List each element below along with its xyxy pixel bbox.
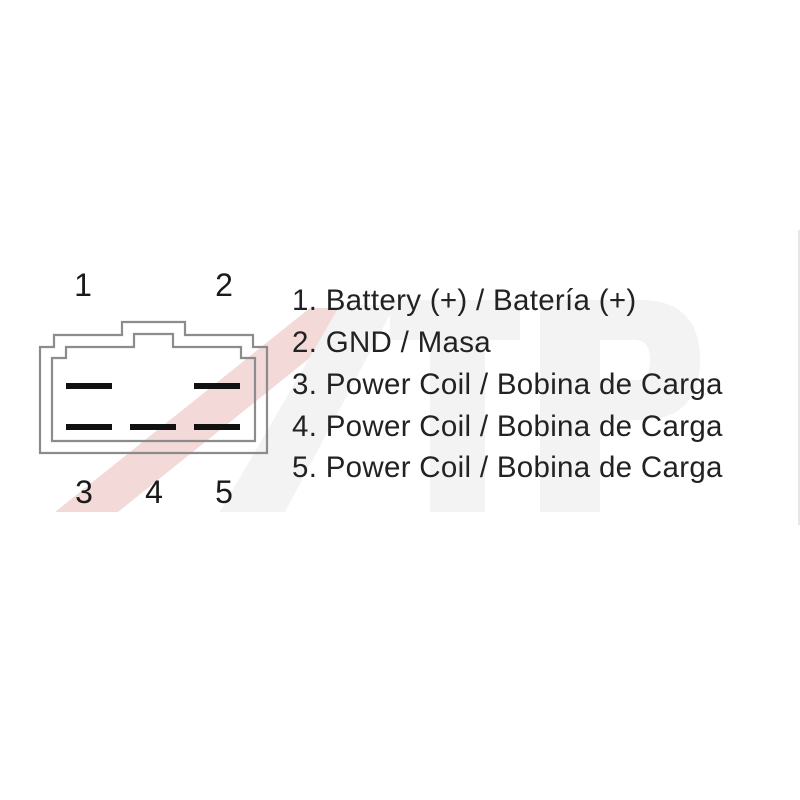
legend-item-5: 5. Power Coil / Bobina de Carga <box>292 451 723 484</box>
pin-number-2: 2 <box>215 267 233 303</box>
watermark-letter-p <box>540 300 700 512</box>
legend-item-3: 3. Power Coil / Bobina de Carga <box>292 368 723 401</box>
connector-inner-outline <box>50 332 257 443</box>
terminal-3 <box>66 424 112 430</box>
pin-number-5: 5 <box>215 474 233 510</box>
terminals <box>66 383 240 430</box>
watermark-logo <box>55 300 700 512</box>
legend-item-2: 2. GND / Masa <box>292 326 491 359</box>
pin-number-3: 3 <box>75 474 93 510</box>
legend-item-4: 4. Power Coil / Bobina de Carga <box>292 410 723 443</box>
connector-outer-outline <box>38 320 269 455</box>
terminal-2 <box>194 383 240 389</box>
terminal-5 <box>194 424 240 430</box>
pin-number-4: 4 <box>145 474 163 510</box>
legend-item-1: 1. Battery (+) / Batería (+) <box>292 284 637 317</box>
terminal-4 <box>130 424 176 430</box>
watermark-red-stripe <box>55 308 372 512</box>
watermark-letter-a <box>220 305 395 512</box>
pin-number-1: 1 <box>74 267 92 303</box>
watermark-letter-t-stem <box>430 300 485 512</box>
pin-legend: 1. Battery (+) / Batería (+) 2. GND / Ma… <box>292 284 723 484</box>
pin-numbers: 1 2 3 4 5 <box>74 267 233 510</box>
connector-housing <box>38 320 269 455</box>
terminal-1 <box>66 383 112 389</box>
